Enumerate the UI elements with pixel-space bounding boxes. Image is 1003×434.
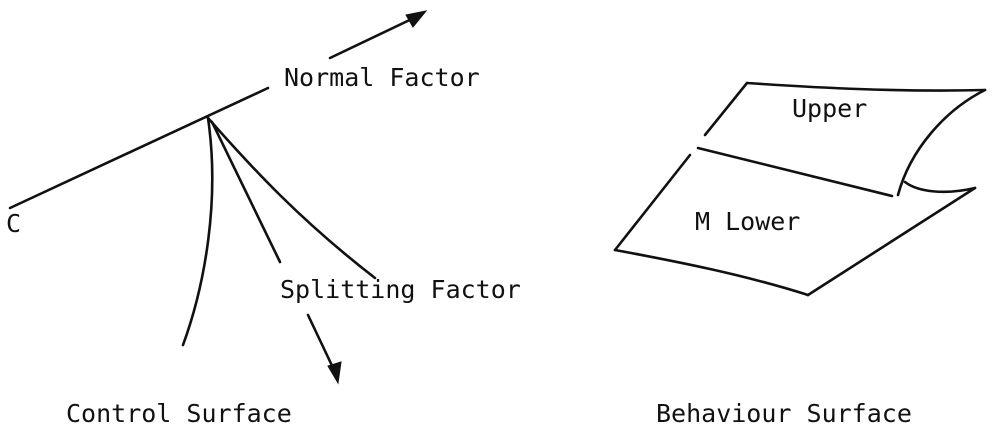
upper-sheet-top-edge bbox=[745, 81, 987, 92]
splitting-factor-arrowhead bbox=[327, 361, 342, 385]
fold-line bbox=[696, 146, 894, 198]
lower-sheet-left-edge bbox=[613, 153, 692, 252]
lower-sheet-fold bbox=[903, 180, 977, 194]
normal-factor-label: Normal Factor bbox=[284, 63, 480, 92]
behaviour-surface-caption: Behaviour Surface bbox=[656, 399, 912, 428]
normal-factor-arrowhead bbox=[405, 10, 428, 28]
normal-factor-arrow bbox=[328, 14, 420, 60]
splitting-factor-label: Splitting Factor bbox=[280, 275, 521, 304]
cusp-left-curve bbox=[181, 116, 214, 347]
cusp-right-curve bbox=[206, 116, 377, 280]
splitting-factor-arrow bbox=[306, 313, 337, 374]
control-surface-caption: Control Surface bbox=[66, 399, 292, 428]
upper-sheet-left-edge bbox=[703, 81, 749, 137]
upper-sheet-fold bbox=[896, 88, 987, 197]
lower-sheet-label: M Lower bbox=[695, 207, 800, 236]
c-axis-label: C bbox=[6, 209, 21, 238]
behaviour-surface-diagram: Upper M Lower Behaviour Surface bbox=[613, 81, 987, 428]
lower-sheet-right-edge bbox=[806, 186, 977, 297]
splitting-factor-line bbox=[210, 120, 282, 264]
control-surface-diagram: C Normal Factor Splitting Factor Control… bbox=[6, 10, 521, 428]
lower-sheet-bottom-edge bbox=[613, 248, 810, 297]
c-axis-line bbox=[8, 86, 270, 210]
upper-sheet-label: Upper bbox=[792, 94, 867, 123]
